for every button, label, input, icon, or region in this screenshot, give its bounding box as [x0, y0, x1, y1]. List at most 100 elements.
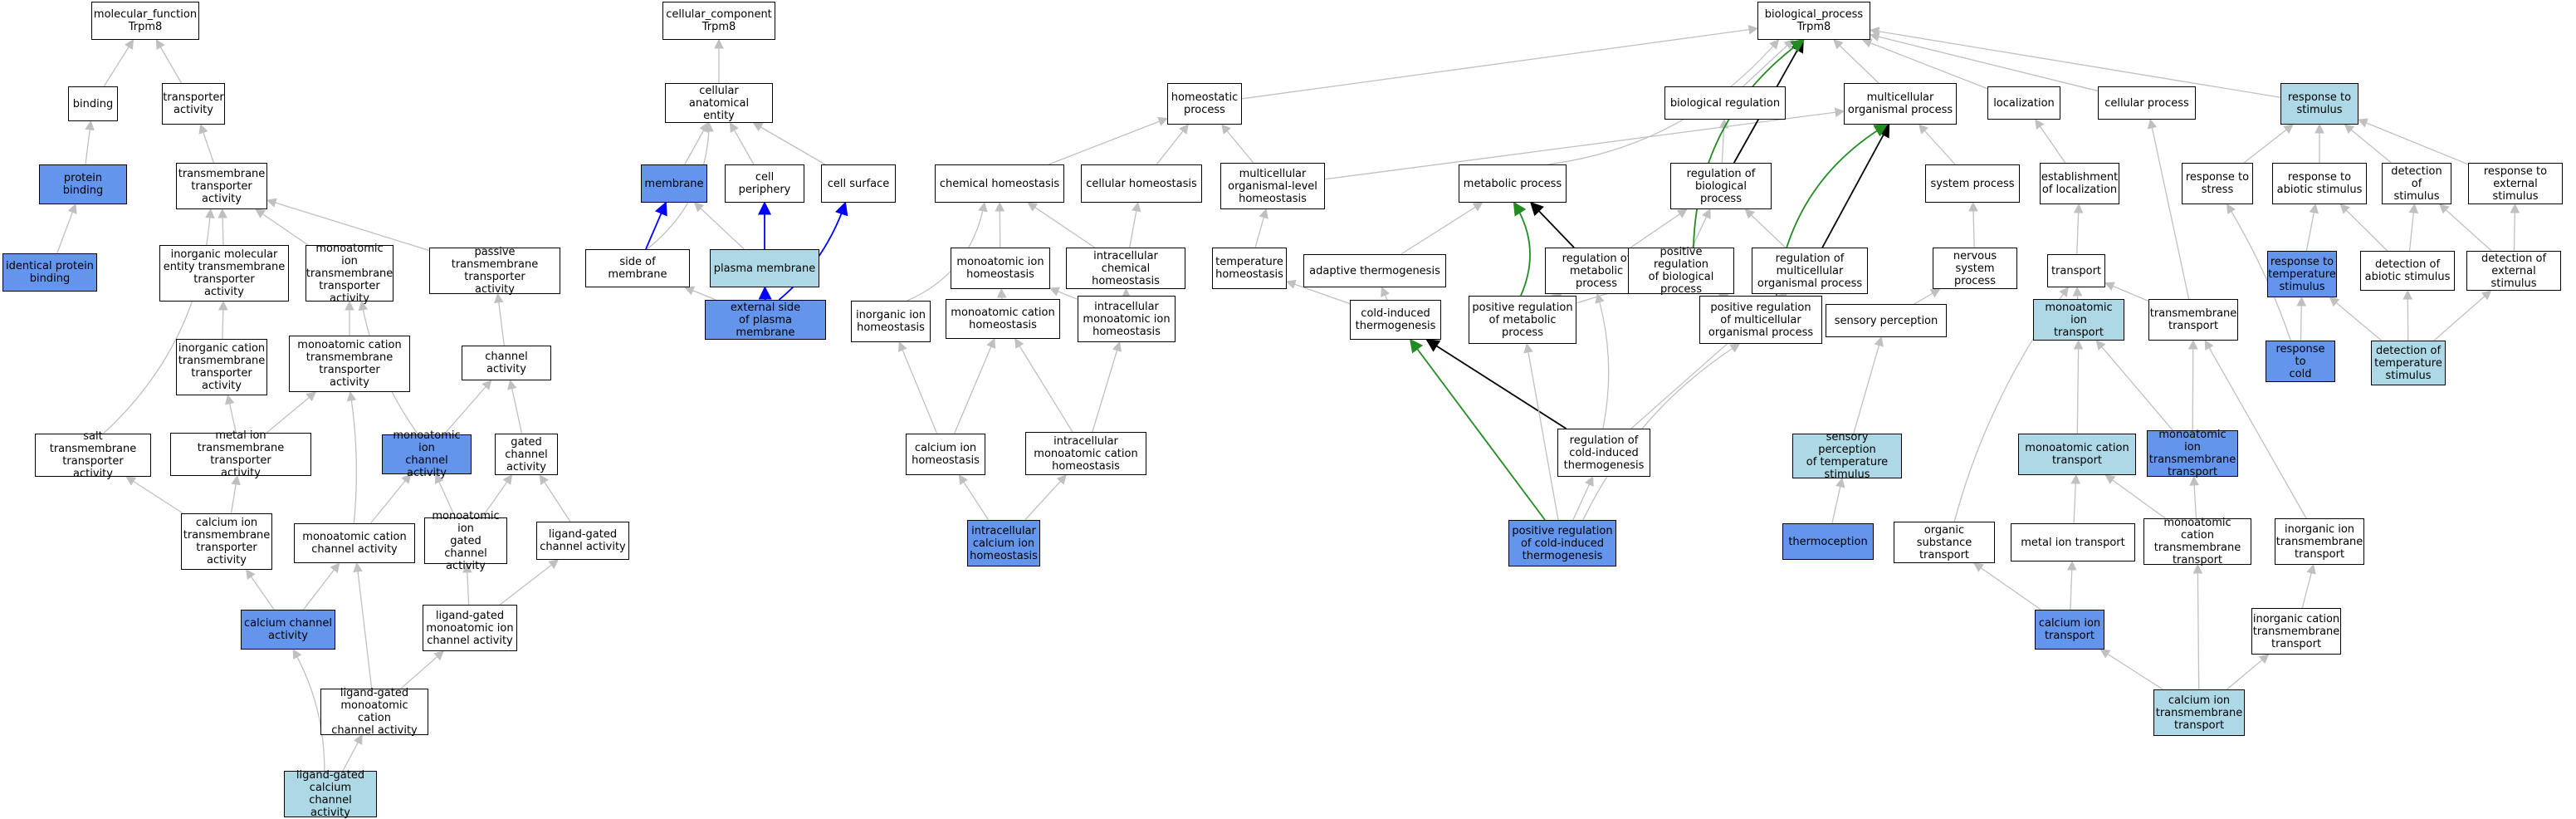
edge-calcium-tm-transport-to-inorg-cation-tm-transport	[2227, 655, 2268, 689]
node-sensory-temp[interactable]: sensory perception of temperature stimul…	[1792, 434, 1902, 478]
node-response-stim[interactable]: response to stimulus	[2280, 83, 2358, 125]
node-inorg-cation-tm-transport[interactable]: inorganic cation transmembrane transport	[2251, 608, 2341, 655]
node-ligand-gated[interactable]: ligand-gated channel activity	[536, 522, 629, 560]
node-system[interactable]: system process	[1925, 164, 2020, 203]
node-multi-homeo[interactable]: multicellular organismal-level homeostas…	[1220, 163, 1325, 209]
node-detect-stim[interactable]: detection of stimulus	[2382, 163, 2451, 204]
node-intra-calcium[interactable]: intracellular calcium ion homeostasis	[967, 520, 1040, 566]
node-inorg-mol-tm[interactable]: inorganic molecular entity transmembrane…	[159, 245, 289, 302]
node-metabolic[interactable]: metabolic process	[1459, 164, 1567, 203]
edge-detect-temp-to-detect-external	[2434, 291, 2491, 341]
node-calcium-tm[interactable]: calcium ion transmembrane transporter ac…	[181, 513, 272, 570]
edge-membrane-to-cae	[685, 123, 708, 164]
node-cae[interactable]: cellular anatomical entity	[665, 83, 773, 123]
node-channel[interactable]: channel activity	[462, 346, 551, 380]
node-pos-reg-cold[interactable]: positive regulation of cold-induced ther…	[1508, 520, 1616, 566]
node-cell-homeo[interactable]: cellular homeostasis	[1081, 164, 1202, 203]
edge-monoion-tm-transport-to-tm-transport	[2192, 341, 2193, 430]
node-identical-protein[interactable]: identical protein binding	[2, 253, 97, 292]
node-salt-tm[interactable]: salt transmembrane transporter activity	[35, 434, 151, 477]
node-resp-cold[interactable]: response to cold	[2266, 341, 2335, 382]
node-lg-monocation[interactable]: ligand-gated monoatomic cation channel a…	[320, 689, 428, 735]
node-bio-reg[interactable]: biological regulation	[1664, 86, 1786, 120]
node-reg-multi[interactable]: regulation of multicellular organismal p…	[1752, 248, 1868, 294]
node-resp-abiotic[interactable]: response to abiotic stimulus	[2272, 163, 2367, 204]
node-sensory[interactable]: sensory perception	[1826, 304, 1947, 337]
node-monoion-tm[interactable]: monoatomic ion transmembrane transporter…	[306, 245, 393, 302]
node-intra-chem[interactable]: intracellular chemical homeostasis	[1066, 248, 1185, 289]
edge-identical-protein-to-protein-binding	[57, 204, 76, 253]
node-metal-ion-tm[interactable]: metal ion transmembrane transporter acti…	[170, 433, 311, 476]
node-monoion-gated[interactable]: monoatomic ion gated channel activity	[424, 517, 507, 564]
node-homeostatic[interactable]: homeostatic process	[1167, 83, 1242, 125]
node-gated-channel[interactable]: gated channel activity	[495, 434, 558, 475]
node-calcium-channel[interactable]: calcium channel activity	[241, 610, 335, 650]
node-intra-monoion[interactable]: intracellular monoatomic ion homeostasis	[1078, 296, 1176, 342]
node-thermoception[interactable]: thermoception	[1782, 523, 1874, 560]
node-monoion-homeo[interactable]: monoatomic ion homeostasis	[951, 248, 1050, 289]
edge-calcium-tm-to-metal-ion-tm	[232, 476, 237, 513]
node-resp-temp[interactable]: response to temperature stimulus	[2267, 251, 2337, 297]
node-localization[interactable]: localization	[1987, 86, 2060, 120]
node-monoion-channel[interactable]: monoatomic ion channel activity	[382, 434, 472, 474]
node-detect-temp[interactable]: detection of temperature stimulus	[2371, 341, 2446, 385]
edge-channel-to-passive-tm	[498, 294, 505, 346]
node-intra-monocation[interactable]: intracellular monoatomic cation homeosta…	[1025, 432, 1146, 475]
node-adaptive-thermo[interactable]: adaptive thermogenesis	[1303, 254, 1446, 287]
node-multicellular[interactable]: multicellular organismal process	[1844, 83, 1957, 125]
node-pos-reg-multi[interactable]: positive regulation of multicellular org…	[1699, 296, 1822, 344]
node-inorg-ion-tm-transport[interactable]: inorganic ion transmembrane transport	[2275, 518, 2364, 565]
node-detect-abiotic[interactable]: detection of abiotic stimulus	[2360, 251, 2455, 291]
node-cellular-process[interactable]: cellular process	[2098, 86, 2196, 120]
node-monocation-channel[interactable]: monoatomic cation channel activity	[294, 523, 415, 563]
node-cc[interactable]: cellular_component Trpm8	[662, 2, 775, 40]
node-monocation-transport[interactable]: monoatomic cation transport	[2018, 434, 2136, 475]
node-temp-homeo[interactable]: temperature homeostasis	[1212, 248, 1287, 289]
node-calcium-homeo[interactable]: calcium ion homeostasis	[906, 434, 985, 475]
node-lg-monoion[interactable]: ligand-gated monoatomic ion channel acti…	[423, 605, 517, 651]
node-mf[interactable]: molecular_function Trpm8	[91, 2, 199, 40]
edge-metal-ion-tm-to-monocation-tm	[266, 392, 315, 433]
node-pos-reg-bio[interactable]: positive regulation of biological proces…	[1628, 248, 1734, 294]
node-inorg-ion-homeo[interactable]: inorganic ion homeostasis	[851, 301, 931, 342]
node-ext-side-pm[interactable]: external side of plasma membrane	[705, 300, 826, 340]
node-cold-thermo[interactable]: cold-induced thermogenesis	[1350, 300, 1441, 340]
node-monoion-transport[interactable]: monoatomic ion transport	[2033, 299, 2124, 341]
node-chem-homeo[interactable]: chemical homeostasis	[935, 164, 1064, 203]
edge-calcium-tm-to-salt-tm	[126, 477, 183, 513]
node-reg-bio[interactable]: regulation of biological process	[1670, 163, 1772, 209]
node-monocation-tm-transport[interactable]: monoatomic cation transmembrane transpor…	[2143, 518, 2251, 565]
node-resp-stress[interactable]: response to stress	[2182, 163, 2253, 204]
node-calcium-tm-transport[interactable]: calcium ion transmembrane transport	[2153, 689, 2245, 736]
node-bp[interactable]: biological_process Trpm8	[1757, 2, 1870, 40]
node-calcium-transport[interactable]: calcium ion transport	[2035, 610, 2104, 650]
node-reg-cold[interactable]: regulation of cold-induced thermogenesis	[1557, 429, 1650, 477]
node-plasma-membrane[interactable]: plasma membrane	[710, 249, 819, 287]
node-passive-tm[interactable]: passive transmembrane transporter activi…	[429, 248, 560, 294]
node-pos-reg-metabolic[interactable]: positive regulation of metabolic process	[1469, 296, 1576, 344]
edge-salt-tm-to-tm-transporter	[103, 209, 210, 434]
node-monocation-tm[interactable]: monoatomic cation transmembrane transpor…	[289, 336, 410, 392]
node-monoion-tm-transport[interactable]: monoatomic ion transmembrane transport	[2147, 430, 2238, 477]
node-tm-transporter[interactable]: transmembrane transporter activity	[176, 163, 267, 209]
node-organic-transport[interactable]: organic substance transport	[1894, 522, 1995, 563]
edge-calcium-homeo-to-inorg-ion-homeo	[899, 342, 936, 434]
node-protein-binding[interactable]: protein binding	[39, 164, 127, 204]
node-estab-loc[interactable]: establishment of localization	[2040, 163, 2119, 204]
node-binding[interactable]: binding	[68, 86, 118, 121]
node-detect-external[interactable]: detection of external stimulus	[2466, 251, 2561, 291]
node-metal-transport[interactable]: metal ion transport	[2011, 523, 2135, 562]
node-resp-external[interactable]: response to external stimulus	[2468, 163, 2563, 204]
node-tm-transport[interactable]: transmembrane transport	[2148, 299, 2238, 341]
node-transporter[interactable]: transporter activity	[162, 83, 225, 125]
node-lg-calcium[interactable]: ligand-gated calcium channel activity	[284, 771, 377, 817]
node-inorg-cation-tm[interactable]: inorganic cation transmembrane transport…	[176, 339, 267, 395]
node-monocation-homeo[interactable]: monoatomic cation homeostasis	[946, 299, 1060, 339]
node-nervous[interactable]: nervous system process	[1933, 248, 2017, 289]
node-cell-periphery[interactable]: cell periphery	[725, 164, 804, 203]
edge-gated-channel-to-channel	[511, 380, 522, 434]
node-cell-surface[interactable]: cell surface	[821, 164, 896, 203]
node-side-membrane[interactable]: side of membrane	[585, 249, 690, 287]
node-membrane[interactable]: membrane	[641, 164, 707, 203]
node-transport[interactable]: transport	[2047, 254, 2105, 287]
